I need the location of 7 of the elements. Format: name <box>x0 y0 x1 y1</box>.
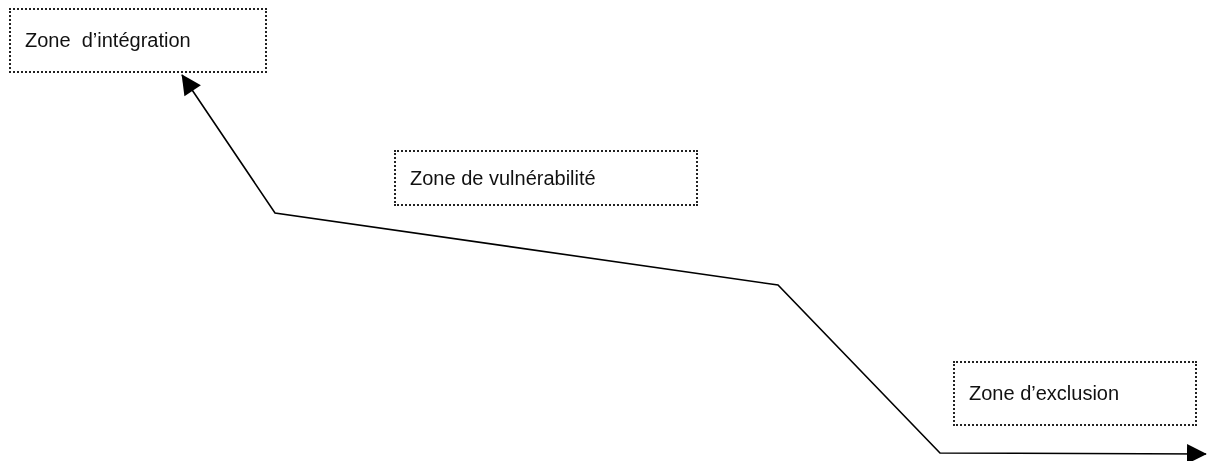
zone-box <box>953 361 1197 426</box>
zone-box <box>394 150 698 206</box>
arrow <box>181 74 1207 461</box>
zone-label: Zone d’intégration <box>25 29 191 52</box>
zone-label: Zone d’exclusion <box>969 382 1120 405</box>
zone-label: Zone de vulnérabilité <box>410 166 596 190</box>
zone-box <box>9 8 267 73</box>
